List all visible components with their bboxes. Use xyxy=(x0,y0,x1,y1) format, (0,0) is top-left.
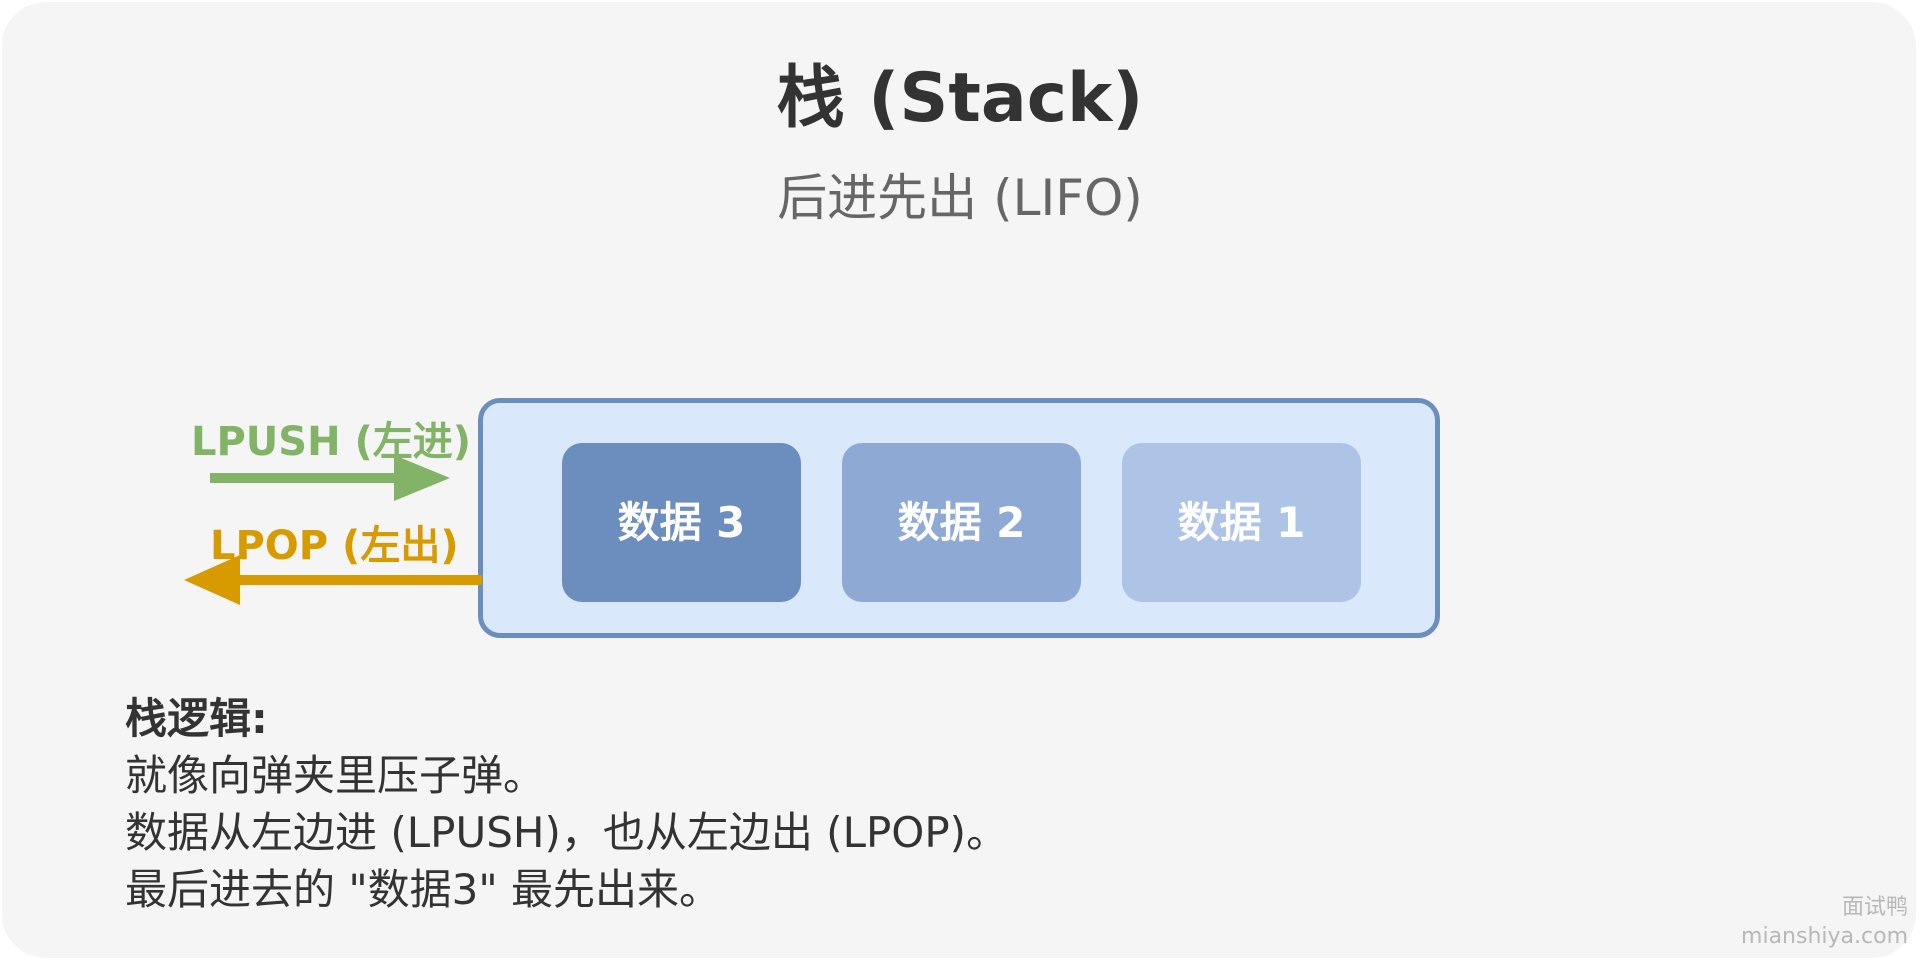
push-label: LPUSH (左进) xyxy=(191,419,472,465)
pop-label: LPOP (左出) xyxy=(210,523,459,569)
stack-item-bottom: 数据 1 xyxy=(1122,443,1361,602)
diagram-subtitle: 后进先出 (LIFO) xyxy=(777,169,1143,227)
explanation-line-3: 最后进去的 "数据3" 最先出来。 xyxy=(125,865,722,914)
explanation-block: 栈逻辑: 就像向弹夹里压子弹。 数据从左边进 (LPUSH)，也从左边出 (LP… xyxy=(125,690,1008,918)
explanation-heading: 栈逻辑: xyxy=(125,694,268,743)
diagram-title: 栈 (Stack) xyxy=(776,59,1144,138)
explanation-line-1: 就像向弹夹里压子弹。 xyxy=(125,751,546,800)
stack-item-middle: 数据 2 xyxy=(842,443,1081,602)
watermark-domain: mianshiya.com xyxy=(1741,924,1908,949)
explanation-line-2: 数据从左边进 (LPUSH)，也从左边出 (LPOP)。 xyxy=(125,808,1009,857)
stack-item-top: 数据 3 xyxy=(562,443,801,602)
watermark-name: 面试鸭 xyxy=(1841,895,1908,920)
